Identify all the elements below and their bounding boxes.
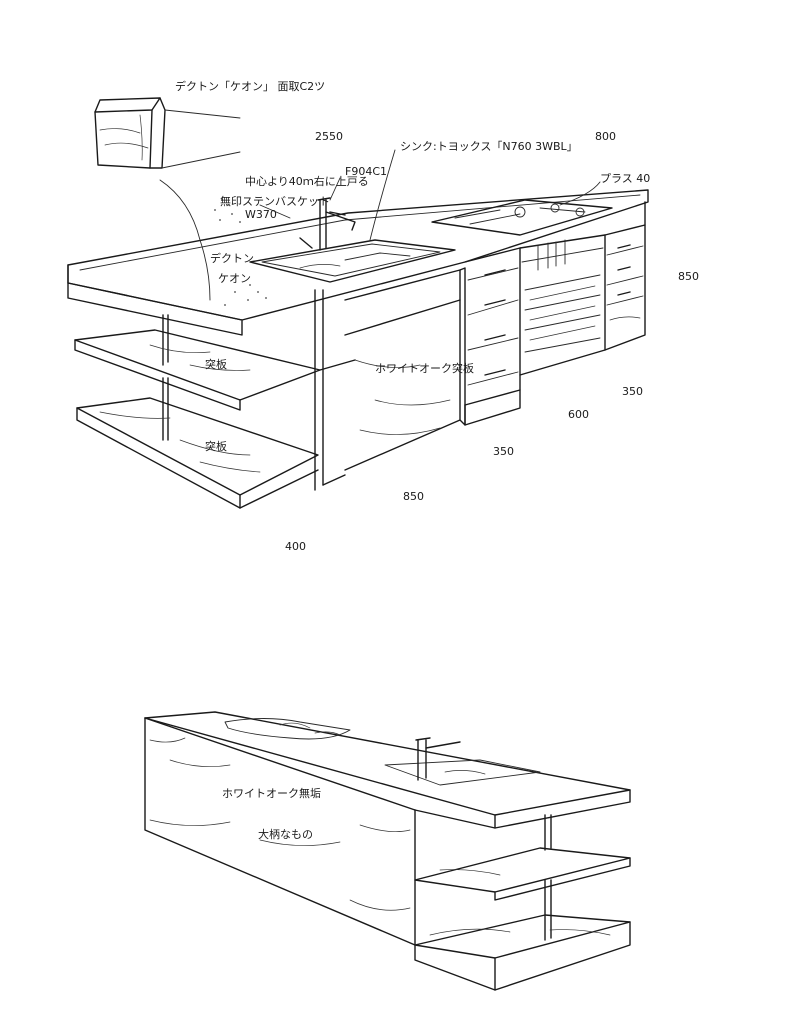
dimension-850-bottom: 850: [403, 490, 424, 503]
dimension-600: 600: [568, 408, 589, 421]
shelf-veneer-note-1: 突板: [205, 357, 227, 371]
dimension-400: 400: [285, 540, 306, 553]
dimension-800: 800: [595, 130, 616, 143]
shelf-veneer-note-2: 突板: [205, 439, 227, 453]
dimension-2550: 2550: [315, 130, 343, 143]
open-shelves-left: [74, 314, 321, 509]
basket-width-note: W370: [245, 208, 277, 221]
back-oak-note: ホワイトオーク無垢: [222, 786, 321, 800]
stone-texture: [214, 199, 267, 306]
sink-basin: [249, 239, 456, 283]
sink-note: シンク:トヨックス「N760 3WBL」: [400, 140, 578, 153]
base-cabinet: [319, 267, 466, 471]
right-drawers: [604, 201, 646, 351]
dimension-350-a: 350: [622, 385, 643, 398]
rack-section: [519, 234, 606, 376]
countertop: [67, 189, 649, 336]
back-open-shelves: [414, 809, 631, 991]
dekton-note: デクトン: [210, 251, 254, 265]
keon-note: ケオン: [218, 272, 251, 285]
drawer-column: [464, 247, 521, 426]
faucet-note: F904C1: [345, 165, 387, 178]
back-countertop: [144, 711, 631, 829]
leader-lines: [159, 149, 601, 301]
cooktop: [431, 199, 613, 236]
stove-note: プラス 40: [600, 172, 650, 185]
back-oak-panel: [144, 717, 416, 946]
top-material-note: デクトン「ケオン」 面取C2ツ: [175, 79, 325, 93]
island-kitchen-back-sketch: ホワイトオーク無垢 大柄なもの: [144, 711, 631, 991]
raise-note: 中心より40ｍ右に上戸る: [245, 174, 369, 188]
back-faucet: [415, 737, 461, 781]
dimension-850-right: 850: [678, 270, 699, 283]
countertop-edge-detail: [94, 97, 241, 169]
oak-panel-note: ホワイトオーク突板: [375, 361, 474, 375]
basket-note: 無印ステンバスケット: [220, 194, 330, 208]
island-kitchen-front-sketch: デクトン「ケオン」 面取C2ツ シンク:トヨックス「N760 3WBL」 F90…: [67, 79, 699, 553]
dimension-350-b: 350: [493, 445, 514, 458]
back-pattern-note: 大柄なもの: [258, 827, 313, 841]
end-panel: [314, 289, 346, 491]
faucet: [299, 197, 356, 251]
